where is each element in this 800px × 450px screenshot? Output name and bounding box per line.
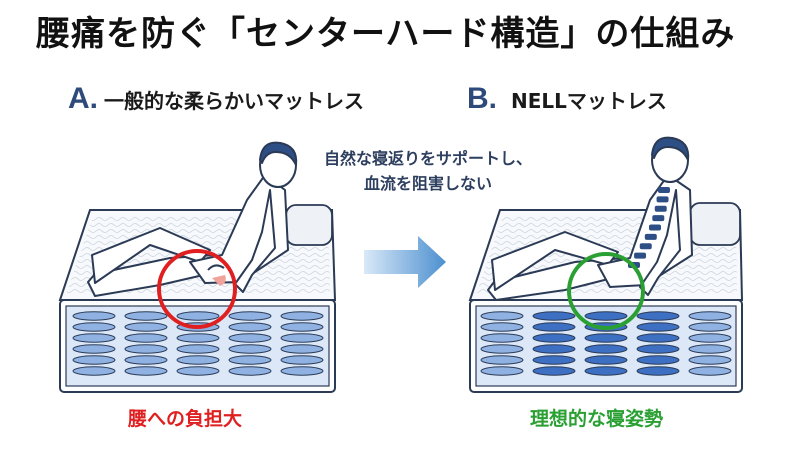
vertebra	[658, 187, 670, 193]
spring-coil	[480, 355, 524, 365]
spring-coil	[72, 333, 116, 343]
spring-coil	[636, 322, 680, 332]
spring-coil	[480, 311, 524, 321]
arm-a	[234, 189, 276, 293]
panel-a-letter: A.	[68, 82, 98, 115]
spring-coil	[280, 366, 324, 376]
hair-b	[651, 136, 690, 161]
spring-coil	[176, 311, 220, 321]
pillow-a	[285, 204, 333, 246]
spring-coil	[228, 366, 272, 376]
arrow-right-icon	[364, 236, 446, 288]
spring-coil	[280, 355, 324, 365]
vertebra	[639, 243, 652, 250]
spring-coil	[480, 344, 524, 354]
panel-a-caption: 腰への負担大	[128, 408, 243, 430]
spring-coil	[72, 366, 116, 376]
highlight-circle-red	[157, 249, 237, 329]
spring-coil	[636, 311, 680, 321]
spring-coil	[688, 355, 732, 365]
highlight-circle-green	[567, 252, 645, 330]
upper-leg-a	[91, 227, 211, 284]
spring-coil	[532, 322, 576, 332]
spring-coil	[280, 333, 324, 343]
vertebra	[652, 215, 665, 222]
spring-coil	[688, 344, 732, 354]
spring-coil	[532, 366, 576, 376]
spring-coil	[228, 344, 272, 354]
spring-coil	[532, 311, 576, 321]
spring-coil	[480, 322, 524, 332]
spring-coil	[480, 333, 524, 343]
spring-coil	[688, 311, 732, 321]
vertebra	[644, 233, 657, 240]
spring-coil	[72, 311, 116, 321]
spring-coil	[636, 344, 680, 354]
spring-coil	[532, 355, 576, 365]
upper-leg-b	[491, 231, 619, 291]
spring-coil	[280, 344, 324, 354]
spring-coil	[228, 333, 272, 343]
spring-coil	[280, 322, 324, 332]
spring-coil	[584, 333, 628, 343]
spring-coil	[124, 311, 168, 321]
vertebra	[649, 224, 661, 231]
person-b	[487, 136, 693, 301]
spring-coil	[688, 333, 732, 343]
panel-a-name: 一般的な柔らかいマットレス	[104, 89, 364, 113]
spring-coil	[636, 355, 680, 365]
annotation-text: 自然な寝返りをサポートし、 血流を阻害しない	[306, 146, 550, 196]
spine-icon	[628, 187, 670, 268]
annotation-line-2: 血流を阻害しない	[363, 174, 492, 193]
spring-coil	[124, 344, 168, 354]
spring-coil	[72, 322, 116, 332]
person-a	[87, 141, 298, 297]
page-title: 腰痛を防ぐ「センターハード構造」の仕組み	[36, 14, 736, 54]
spring-coil	[636, 333, 680, 343]
spring-coil	[124, 355, 168, 365]
spring-coil	[480, 366, 524, 376]
panel-b-label: B. NELLマットレス	[467, 82, 667, 116]
annotation-line-1: 自然な寝返りをサポートし、	[323, 149, 532, 168]
spring-coil	[584, 366, 628, 376]
vertebra	[656, 196, 669, 203]
spring-coil	[688, 322, 732, 332]
hair-a	[259, 141, 298, 166]
spring-coil	[176, 366, 220, 376]
spring-coil	[176, 333, 220, 343]
mattress-a	[58, 204, 337, 393]
spring-coil	[280, 311, 324, 321]
spring-coil	[636, 366, 680, 376]
spring-coil	[176, 355, 220, 365]
panel-a-label: A. 一般的な柔らかいマットレス	[68, 82, 364, 116]
spring-coil	[584, 355, 628, 365]
vertebra	[634, 252, 647, 259]
spring-coil	[228, 311, 272, 321]
spring-coil	[584, 344, 628, 354]
spring-coil	[688, 366, 732, 376]
spring-coil	[72, 355, 116, 365]
springs-a	[72, 311, 324, 376]
pillow-b	[689, 202, 741, 246]
panel-b-letter: B.	[467, 82, 497, 115]
spring-coil	[532, 333, 576, 343]
spring-coil	[176, 344, 220, 354]
spring-coil	[124, 333, 168, 343]
vertebra	[654, 205, 667, 212]
spring-coil	[532, 344, 576, 354]
spring-coil	[228, 355, 272, 365]
spring-coil	[72, 344, 116, 354]
spring-coil	[228, 322, 272, 332]
panel-b-caption: 理想的な寝姿勢	[530, 408, 664, 430]
panel-b-name: NELLマットレス	[511, 89, 667, 113]
spring-coil	[124, 366, 168, 376]
spring-coil	[124, 322, 168, 332]
springs-b	[480, 311, 732, 376]
spring-coil	[584, 311, 628, 321]
